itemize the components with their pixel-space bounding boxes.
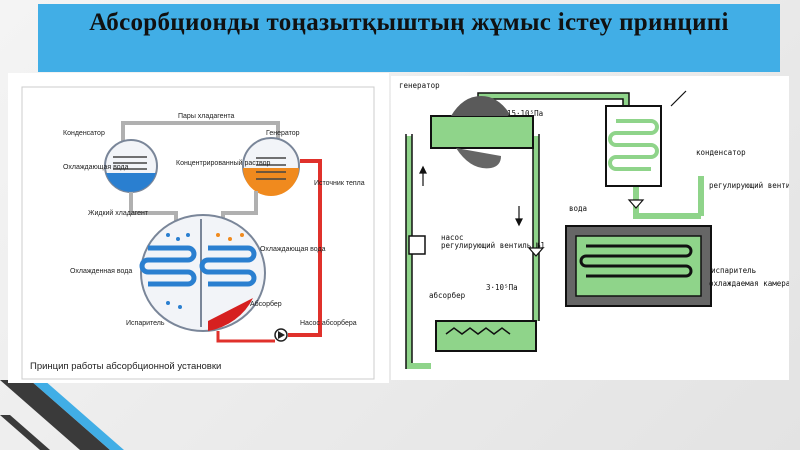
label-water: вода [569, 204, 587, 213]
decorative-stripes [0, 380, 124, 450]
left-diagram-caption: Принцип работы абсорбционной установки [30, 361, 221, 372]
label-heat-source: Источник тепла [314, 180, 365, 187]
label-vapor: Пары хладагента [178, 113, 235, 120]
label-cooled-chamber: охлаждаемая камера [709, 279, 789, 288]
label-condenser: Конденсатор [63, 130, 105, 137]
slide-title: Абсорбционды тоңазытқыштың жұмыс істеу п… [89, 9, 729, 36]
label-absorber-pressure: 3·10⁵Па [486, 283, 518, 292]
label-valve1: регулирующий вентиль №1 [441, 241, 545, 250]
label-cooled-water: Охлажденная вода [70, 268, 132, 275]
label-generator: Генератор [266, 130, 300, 137]
absorption-unit-diagram: Пары хладагента Конденсатор Охлаждающая … [21, 86, 375, 380]
label-concentrated-solution: Концентрированный раствор [176, 159, 270, 167]
label-condenser-r: конденсатор [696, 148, 746, 157]
absorption-schematic: генератор 15·10⁵Па конденсатор вода регу… [399, 81, 789, 369]
label-liquid-refrigerant: Жидкий хладагент [88, 209, 149, 217]
right-diagram-panel: генератор 15·10⁵Па конденсатор вода регу… [391, 76, 789, 380]
label-absorber-pump: Насос абсорбера [300, 319, 357, 327]
label-cooling-water: Охлаждающая вода [63, 164, 129, 171]
label-absorber-r: абсорбер [429, 291, 466, 300]
label-cooling-water-2: Охлаждающая вода [260, 246, 326, 253]
label-valve2: регулирующий вентиль №2 [709, 181, 789, 190]
label-evaporator-r: испаритель [711, 266, 756, 275]
label-generator-pressure: 15·10⁵Па [507, 109, 543, 118]
title-bar [38, 4, 780, 72]
label-generator-r: генератор [399, 81, 440, 90]
label-absorber: Абсорбер [250, 300, 282, 308]
left-diagram-panel: Пары хладагента Конденсатор Охлаждающая … [8, 73, 389, 383]
label-evaporator: Испаритель [126, 320, 165, 327]
label-pump: насос [441, 233, 464, 242]
